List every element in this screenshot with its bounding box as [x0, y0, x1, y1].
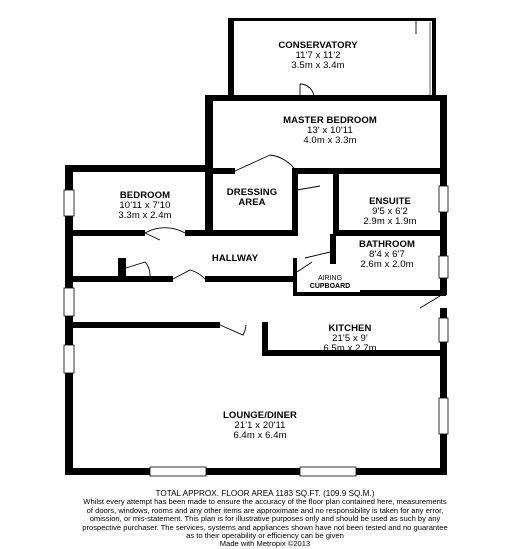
lounge-wall-left — [65, 322, 73, 474]
window-bedroom-left — [63, 189, 75, 217]
hallway-wall-bottom-2 — [205, 276, 295, 282]
room-label-conservatory: CONSERVATORY 11'7 x 11'2 3.5m x 3.4m — [248, 41, 388, 71]
room-name-line2: AREA — [238, 197, 266, 208]
room-name: BATHROOM — [358, 239, 416, 250]
room-name-line2: CUPBOARD — [309, 283, 351, 290]
room-label-dressing-area: DRESSING AREA — [212, 188, 292, 208]
room-name-line1: AIRING — [317, 275, 343, 282]
room-imperial: 21'5 x 9' — [332, 333, 368, 344]
kitchen-wall-left — [262, 322, 268, 356]
room-metric: 4.0m x 3.3m — [303, 135, 357, 146]
room-imperial: 13' x 10'11 — [307, 125, 353, 136]
room-name: CONSERVATORY — [278, 40, 358, 51]
bedroom-wall-bottom — [65, 230, 145, 236]
room-imperial: 11'7 x 11'2 — [295, 50, 341, 61]
ensuite-wall-bottom — [333, 230, 446, 236]
door-dressing — [296, 185, 321, 191]
disclaimer-line-2: of doors, windows, rooms and any other i… — [86, 505, 444, 515]
room-metric: 6.4m x 6.4m — [233, 430, 287, 441]
bedroom-wall-bottom-right — [185, 230, 295, 236]
door-master-to-dressing — [234, 154, 297, 172]
room-name-line1: DRESSING — [226, 187, 278, 198]
bathroom-wall-bottom — [360, 290, 446, 296]
lounge-wall-bottom — [65, 468, 447, 475]
room-imperial: 9'5 x 6'2 — [372, 206, 408, 217]
window-kitchen-right — [438, 317, 449, 343]
door-hallway-left — [125, 261, 151, 277]
room-metric: 6.5m x 2.7m — [323, 343, 377, 354]
room-name: LOUNGE/DINER — [222, 410, 298, 421]
master-bedroom-wall-bottom-right — [296, 168, 446, 174]
bathroom-wall-left — [330, 234, 336, 264]
master-bedroom-wall-bottom-left — [205, 168, 235, 174]
kitchen-wall-bottom — [262, 350, 447, 356]
total-floor-area: TOTAL APPROX. FLOOR AREA 1183 SQ.FT. (10… — [155, 489, 375, 498]
plan-footer: TOTAL APPROX. FLOOR AREA 1183 SQ.FT. (10… — [0, 489, 530, 549]
window-lounge-right — [438, 397, 449, 435]
room-metric: 3.3m x 2.4m — [118, 210, 172, 221]
airing-wall-left — [293, 258, 297, 296]
room-name: HALLWAY — [211, 253, 259, 264]
room-name: BEDROOM — [119, 190, 171, 201]
metropix-credit: Made with Metropix ©2013 — [219, 539, 311, 549]
room-metric: 2.9m x 1.9m — [363, 216, 417, 227]
disclaimer-line-5: as to their operability or efficiency ca… — [186, 531, 344, 541]
conservatory-wall-right — [432, 18, 436, 98]
airing-wall-bottom — [293, 292, 363, 296]
room-name: ENSUITE — [369, 196, 411, 207]
bedroom-wall-top — [65, 165, 213, 172]
bedroom-wall-left — [65, 165, 73, 385]
hallway-wall-bottom — [65, 276, 173, 282]
room-label-ensuite: ENSUITE 9'5 x 6'2 2.9m x 1.9m — [340, 197, 440, 227]
room-imperial: 21'1 x 20'11 — [234, 420, 286, 431]
kitchen-wall-top-left — [65, 322, 220, 328]
window-lounge-bottom — [149, 466, 207, 477]
window-lounge-left — [63, 344, 75, 374]
floor-plan — [63, 18, 449, 477]
door-bedroom — [144, 227, 186, 241]
door-conservatory — [299, 83, 315, 99]
door-airing — [296, 261, 313, 273]
master-bedroom-wall-top — [205, 95, 446, 101]
door-lounge — [219, 324, 247, 336]
door-kitchen-right — [419, 295, 441, 309]
hallway-wall-left-stub — [118, 258, 126, 278]
door-bathroom — [304, 251, 331, 259]
disclaimer-line-1: Whilst every attempt has been made to en… — [83, 497, 447, 507]
window-ensuite-right — [438, 185, 449, 213]
disclaimer-line-3: omission, or mis-statement. This plan is… — [89, 514, 441, 524]
room-label-bedroom: BEDROOM 10'11 x 7'10 3.3m x 2.4m — [90, 191, 200, 221]
room-imperial: 10'11 x 7'10 — [119, 200, 171, 211]
disclaimer-line-4: prospective purchaser. The services, sys… — [82, 522, 448, 532]
dressing-wall-right — [292, 168, 298, 236]
room-name: KITCHEN — [328, 323, 372, 334]
window-bathroom-right — [438, 255, 449, 279]
room-label-airing-cupboard: AIRING CUPBOARD — [298, 275, 362, 291]
conservatory-wall-left — [228, 18, 234, 98]
ensuite-wall-left — [333, 168, 339, 234]
room-name: MASTER BEDROOM — [283, 115, 377, 126]
room-label-lounge-diner: LOUNGE/DINER 21'1 x 20'11 6.4m x 6.4m — [200, 411, 320, 441]
room-label-bathroom: BATHROOM 8'4 x 6'7 2.6m x 2.0m — [335, 240, 439, 270]
room-metric: 3.5m x 3.4m — [291, 60, 345, 71]
window-hallway-left — [63, 287, 75, 317]
room-label-master-bedroom: MASTER BEDROOM 13' x 10'11 4.0m x 3.3m — [250, 116, 410, 146]
door-kitchen — [172, 269, 206, 280]
window-lounge-bottom-2 — [299, 466, 357, 477]
conservatory-wall-top — [228, 18, 436, 21]
room-label-kitchen: KITCHEN 21'5 x 9' 6.5m x 2.7m — [300, 324, 400, 354]
room-imperial: 8'4 x 6'7 — [369, 249, 405, 260]
room-label-hallway: HALLWAY — [195, 254, 275, 264]
room-metric: 2.6m x 2.0m — [360, 259, 414, 270]
